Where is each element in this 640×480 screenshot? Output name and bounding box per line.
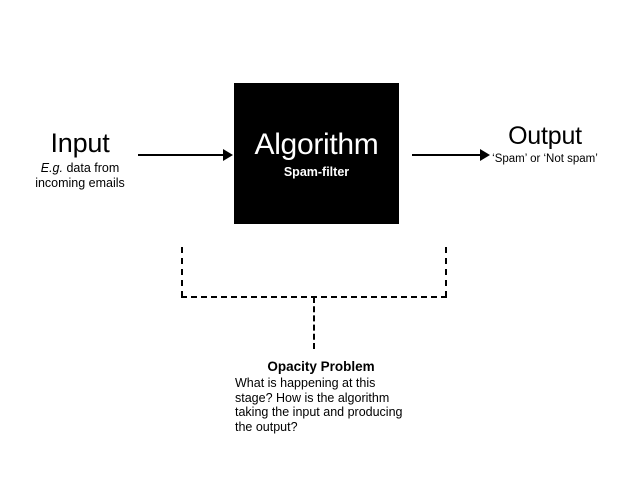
output-node: Output ‘Spam’ or ‘Not spam’: [490, 122, 600, 166]
input-subtitle-rest: data from incoming emails: [35, 161, 125, 190]
callout-body: What is happening at this stage? How is …: [235, 376, 403, 434]
callout-title: Opacity Problem: [267, 359, 375, 374]
arrow-head-icon: [223, 149, 233, 161]
algorithm-subtitle: Spam-filter: [283, 164, 350, 179]
input-title: Input: [50, 128, 110, 158]
opacity-problem-callout: Opacity Problem What is happening at thi…: [235, 358, 407, 434]
arrow-shaft: [138, 154, 224, 156]
output-title: Output: [508, 122, 582, 150]
input-subtitle-emphasis: E.g.: [40, 161, 63, 175]
arrow-input-to-algorithm: [138, 148, 233, 162]
output-subtitle: ‘Spam’ or ‘Not spam’: [492, 153, 598, 165]
bracket-drop-line: [313, 297, 315, 349]
arrow-head-icon: [480, 149, 490, 161]
input-subtitle: E.g. data from incoming emails: [20, 161, 140, 191]
input-node: Input E.g. data from incoming emails: [20, 128, 140, 191]
arrow-algorithm-to-output: [412, 148, 490, 162]
bracket-right-stem: [445, 247, 447, 297]
algorithm-title: Algorithm: [254, 127, 379, 161]
bracket-left-stem: [181, 247, 183, 297]
arrow-shaft: [412, 154, 481, 156]
algorithm-box: Algorithm Spam-filter: [234, 83, 399, 224]
